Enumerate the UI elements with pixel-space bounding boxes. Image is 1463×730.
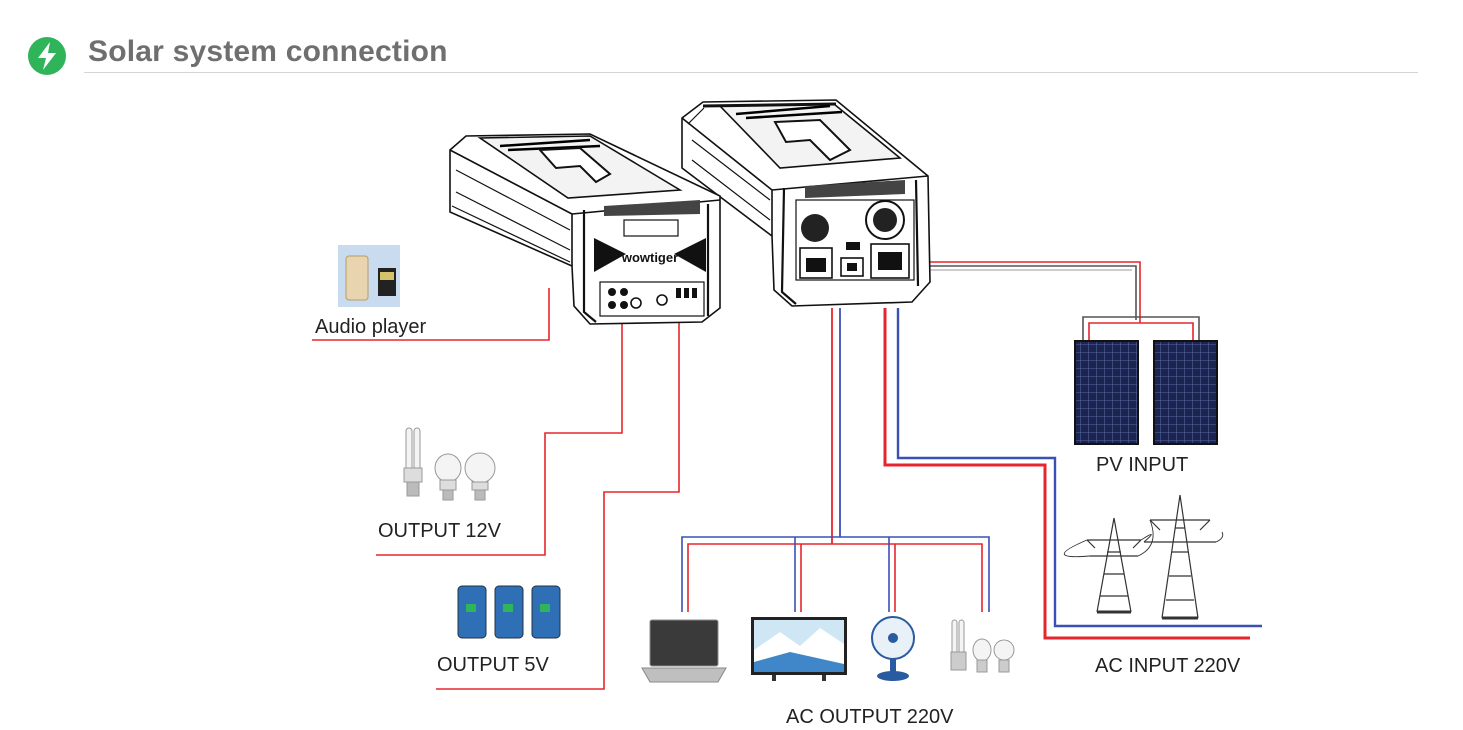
light-bulbs-ac-icon bbox=[950, 619, 1015, 673]
bus-ac-out-neg bbox=[681, 536, 990, 612]
label-audio-player: Audio player bbox=[315, 316, 427, 338]
wire-pv-neg bbox=[930, 265, 1200, 340]
lightning-bolt-icon bbox=[28, 37, 66, 75]
wiring bbox=[312, 261, 1262, 690]
wire-output-5v bbox=[436, 308, 680, 690]
desk-fan-icon bbox=[871, 616, 915, 681]
laptop-icon bbox=[641, 619, 727, 683]
bus-ac-out-pos bbox=[687, 543, 983, 612]
wire-ac-in-pos bbox=[883, 308, 1250, 640]
phones-5v-icon bbox=[457, 585, 561, 639]
wire-pv-pos bbox=[930, 261, 1194, 340]
section-header: Solar system connection bbox=[28, 32, 1418, 75]
light-bulbs-12v-icon bbox=[403, 427, 496, 501]
television-icon bbox=[751, 617, 847, 681]
label-output-12v: OUTPUT 12V bbox=[378, 520, 501, 542]
wire-ac-in-neg bbox=[896, 308, 1262, 628]
header-divider bbox=[84, 72, 1418, 73]
label-ac-output: AC OUTPUT 220V bbox=[786, 706, 954, 728]
audio-player-cards-icon bbox=[338, 245, 400, 307]
power-station-main bbox=[681, 99, 931, 307]
label-output-5v: OUTPUT 5V bbox=[437, 654, 549, 676]
solar-panels-icon bbox=[1074, 340, 1218, 445]
power-station-audio: wowtiger bbox=[449, 133, 721, 325]
label-ac-input: AC INPUT 220V bbox=[1095, 655, 1241, 677]
wire-output-12v bbox=[376, 308, 623, 556]
brand-label: wowtiger bbox=[621, 250, 678, 265]
wire-audio-player bbox=[312, 288, 550, 341]
power-grid-towers-icon bbox=[1063, 494, 1224, 620]
label-pv-input: PV INPUT bbox=[1096, 454, 1189, 476]
page-title: Solar system connection bbox=[88, 35, 448, 68]
